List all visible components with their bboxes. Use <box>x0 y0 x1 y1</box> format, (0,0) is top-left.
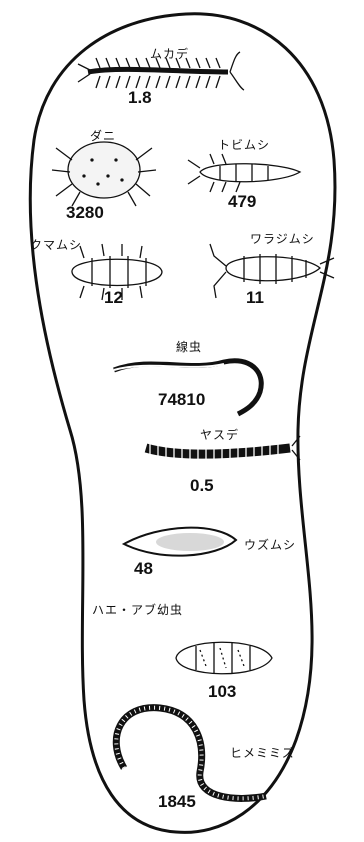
count-millipede: 0.5 <box>190 476 214 496</box>
count-tardigrade: 12 <box>104 288 123 308</box>
name-millipede: ヤスデ <box>200 426 239 443</box>
count-potworm: 1845 <box>158 792 196 812</box>
count-mite: 3280 <box>66 203 104 223</box>
count-nematode: 74810 <box>158 390 205 410</box>
flatworm-icon <box>124 528 236 556</box>
name-nematode: 線虫 <box>176 338 202 355</box>
count-fly-larva: 103 <box>208 682 236 702</box>
woodlouse-icon <box>210 244 334 298</box>
count-flatworm: 48 <box>134 559 153 579</box>
footprint-outline <box>30 14 335 833</box>
count-woodlouse: 11 <box>246 288 264 308</box>
name-tardigrade: クマムシ <box>30 236 82 253</box>
springtail-icon <box>188 154 300 192</box>
name-potworm: ヒメミミズ <box>230 744 295 761</box>
name-fly-larva: ハエ・アブ幼虫 <box>92 601 183 618</box>
name-centipede: ムカデ <box>150 45 189 62</box>
count-springtail: 479 <box>228 192 256 212</box>
name-woodlouse: ワラジムシ <box>250 230 315 247</box>
name-mite: ダニ <box>90 127 116 144</box>
name-flatworm: ウズムシ <box>244 536 296 553</box>
count-centipede: 1.8 <box>128 88 152 108</box>
mite-icon <box>52 142 156 206</box>
name-springtail: トビムシ <box>218 136 270 153</box>
fly-larva-icon <box>176 642 272 674</box>
